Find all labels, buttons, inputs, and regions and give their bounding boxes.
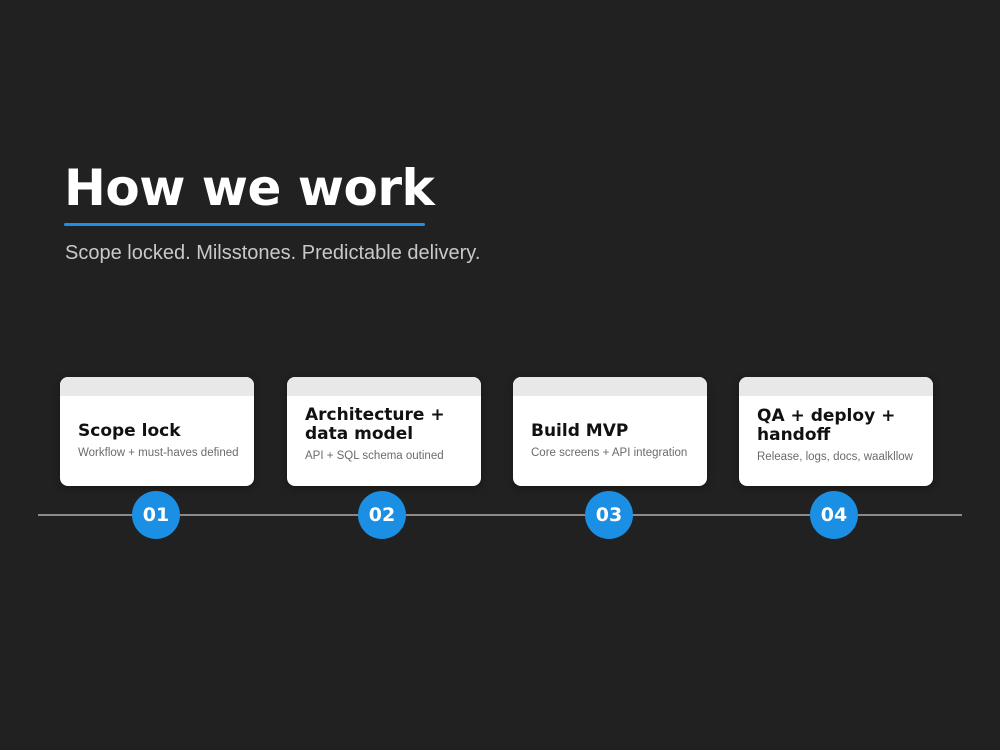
step-title: QA + deploy + handoff xyxy=(757,406,896,445)
card-header-band xyxy=(739,377,933,396)
step-description: API + SQL schema outined xyxy=(305,450,444,462)
step-card-build-mvp: Build MVP Core screens + API integration xyxy=(513,377,707,486)
step-card-architecture: Architecture + data model API + SQL sche… xyxy=(287,377,481,486)
card-body: Scope lock Workflow + must-haves defined xyxy=(78,396,244,486)
card-header-band xyxy=(60,377,254,396)
title-underline xyxy=(64,223,425,226)
step-description: Core screens + API integration xyxy=(531,447,688,459)
card-header-band xyxy=(513,377,707,396)
step-card-qa-deploy: QA + deploy + handoff Release, logs, doc… xyxy=(739,377,933,486)
step-number-badge: 03 xyxy=(585,491,633,539)
step-number-badge: 04 xyxy=(810,491,858,539)
card-body: Build MVP Core screens + API integration xyxy=(531,396,697,486)
step-number-badge: 02 xyxy=(358,491,406,539)
step-title: Build MVP xyxy=(531,421,629,441)
card-body: Architecture + data model API + SQL sche… xyxy=(305,396,471,486)
card-header-band xyxy=(287,377,481,396)
step-description: Release, logs, docs, waalkllow xyxy=(757,451,913,463)
step-number-badge: 01 xyxy=(132,491,180,539)
card-body: QA + deploy + handoff Release, logs, doc… xyxy=(757,396,923,486)
page-title: How we work xyxy=(64,159,435,217)
page-subtitle: Scope locked. Milsstones. Predictable de… xyxy=(65,242,481,264)
timeline-line xyxy=(38,514,962,516)
step-title: Architecture + data model xyxy=(305,405,445,444)
step-title: Scope lock xyxy=(78,421,181,441)
step-card-scope-lock: Scope lock Workflow + must-haves defined xyxy=(60,377,254,486)
step-description: Workflow + must-haves defined xyxy=(78,447,239,459)
